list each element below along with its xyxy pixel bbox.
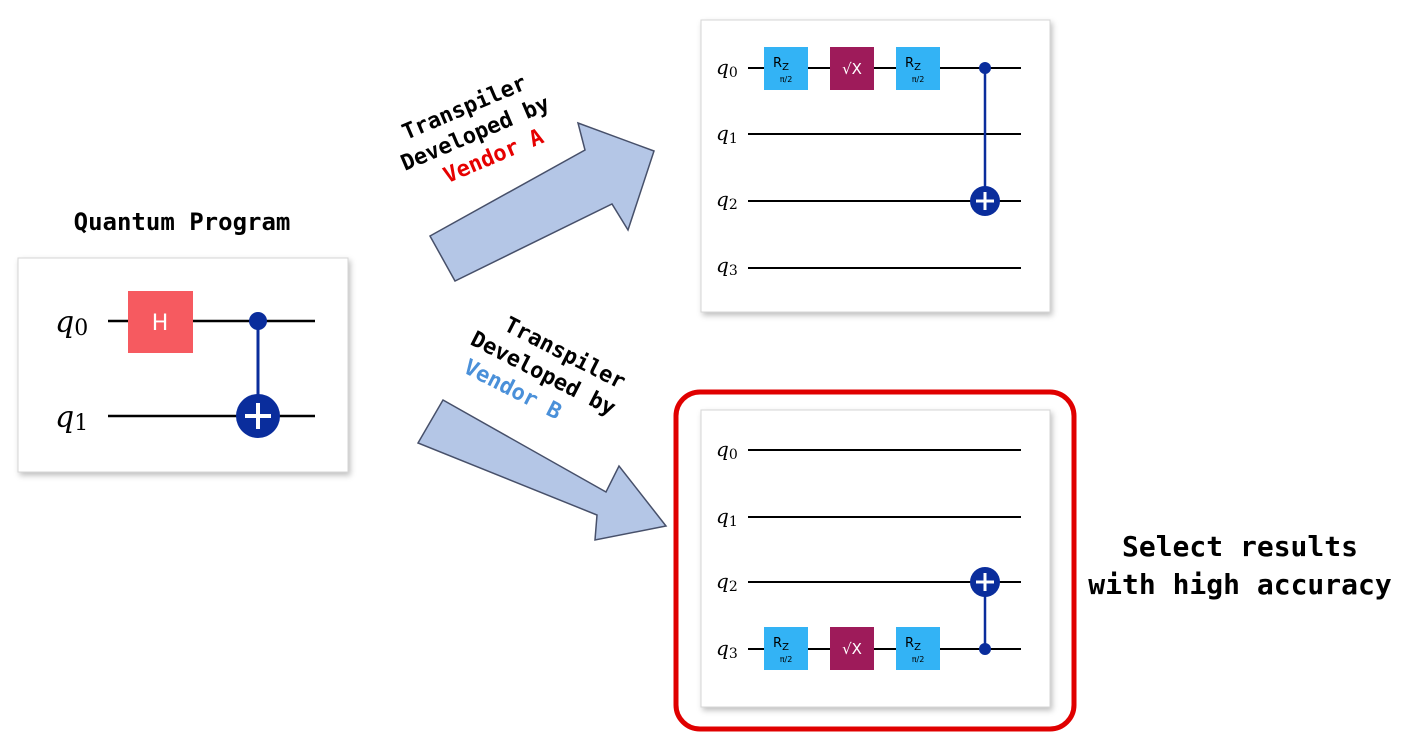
- svg-text:RZ: RZ: [773, 56, 789, 73]
- program-circuit-panel: [17, 257, 349, 473]
- arrow-to-vendor-b-icon: [416, 398, 668, 541]
- svg-text:RZ: RZ: [773, 636, 789, 653]
- rz-gate: [896, 47, 940, 90]
- svg-text:RZ: RZ: [905, 56, 921, 73]
- rz-gate: [764, 627, 808, 670]
- program-circuit: q0 q1 H: [17, 257, 349, 473]
- svg-text:π/2: π/2: [912, 75, 925, 84]
- circuit-vendor-a: q0 q1 q2 q3 RZ π/2 √X RZ π/2: [700, 19, 1051, 313]
- program-title: Quantum Program: [74, 208, 291, 236]
- svg-text:q2: q2: [716, 569, 738, 595]
- sx-gate: [830, 47, 874, 90]
- rz-gate: [896, 627, 940, 670]
- selected-result-highlight: [673, 389, 1077, 732]
- qubit-label-q1: q1: [55, 400, 88, 436]
- svg-text:RZ: RZ: [905, 636, 921, 653]
- circuit-vendor-b-panel: [700, 409, 1051, 708]
- qubit-label-q0: q0: [55, 305, 88, 341]
- svg-text:q1: q1: [716, 121, 738, 147]
- control-dot: [979, 62, 991, 74]
- rz-gate: [764, 47, 808, 90]
- h-gate: [128, 291, 193, 353]
- control-dot: [979, 643, 991, 655]
- sx-gate: [830, 627, 874, 670]
- svg-text:π/2: π/2: [780, 655, 793, 664]
- circuit-vendor-b: q0 q1 q2 q3 RZ π/2 √X RZ π/2: [700, 409, 1051, 708]
- svg-text:q0: q0: [716, 437, 738, 463]
- svg-text:q0: q0: [716, 55, 738, 81]
- arrow-to-vendor-a-icon: [428, 121, 655, 282]
- svg-text:√X: √X: [842, 60, 862, 78]
- svg-text:√X: √X: [842, 640, 862, 658]
- select-results-line2: with high accuracy: [1088, 568, 1392, 601]
- h-gate-label: H: [152, 311, 169, 336]
- svg-text:π/2: π/2: [912, 655, 925, 664]
- svg-text:q1: q1: [716, 504, 738, 530]
- svg-text:q3: q3: [716, 636, 738, 662]
- control-dot: [249, 312, 267, 330]
- svg-text:q3: q3: [716, 253, 738, 279]
- svg-text:q2: q2: [716, 187, 738, 213]
- svg-text:π/2: π/2: [780, 75, 793, 84]
- select-results-line1: Select results: [1122, 530, 1358, 563]
